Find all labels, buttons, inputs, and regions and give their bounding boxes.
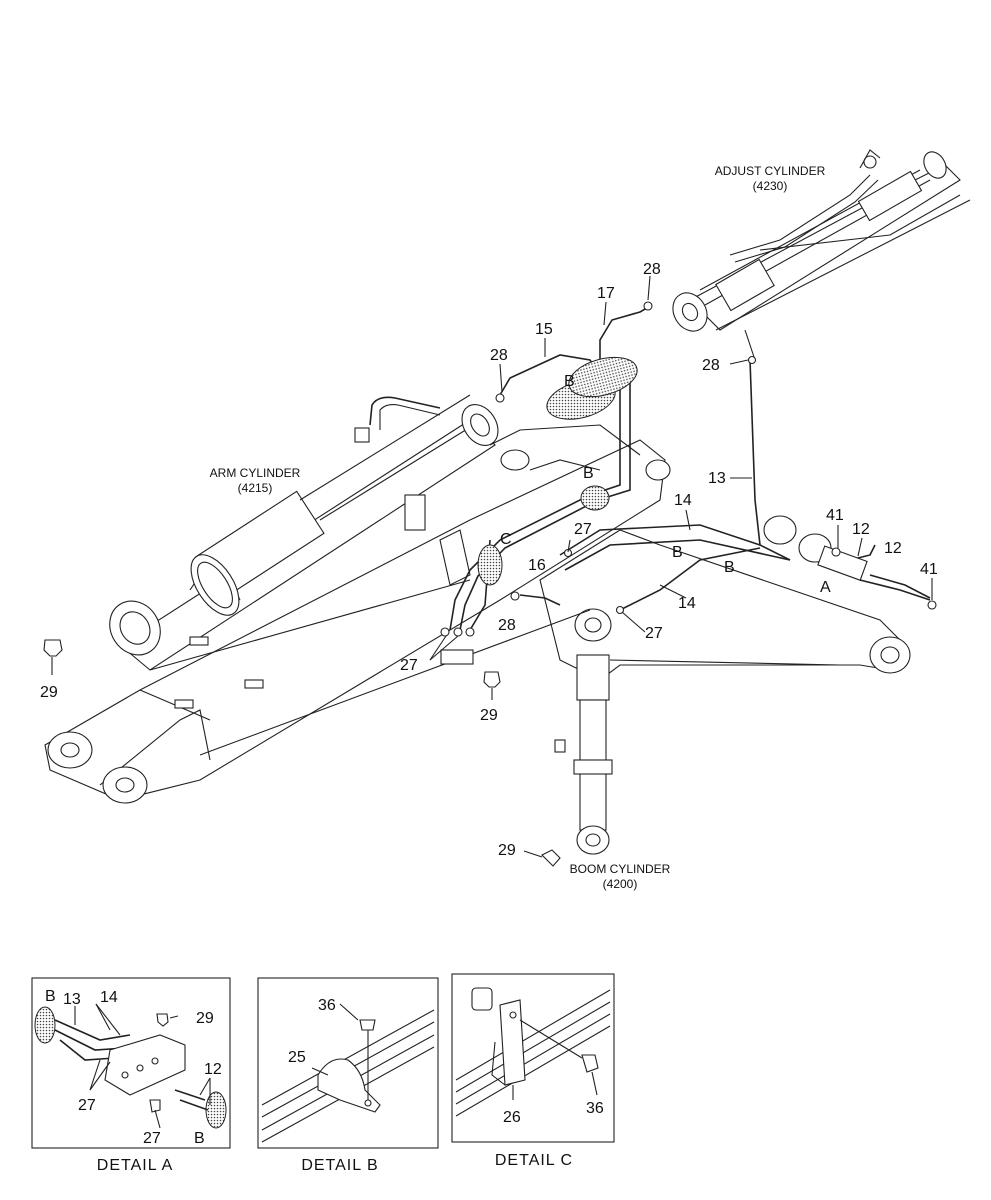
adapter-fitting-27c [440, 627, 450, 637]
grease-nipple-29c [541, 849, 561, 867]
callout-B-top: B [564, 373, 575, 390]
callout-27-left: 27 [400, 657, 418, 674]
callout-28-right: 28 [702, 357, 720, 374]
adjust-cylinder-name: ADJUST CYLINDER [715, 164, 826, 178]
detail-c-title: DETAIL C [495, 1152, 573, 1169]
boom-structure [44, 424, 911, 804]
callout-12-lower: 12 [884, 540, 902, 557]
detail-a-title: DETAIL A [97, 1157, 173, 1174]
callout-14-lower: 14 [678, 595, 696, 612]
callout-29-left: 29 [40, 684, 58, 701]
callout-12-upper: 12 [852, 521, 870, 538]
adapter-fitting-27e [465, 627, 475, 637]
boom-cylinder-code: (4200) [603, 877, 638, 891]
grease-nipple-29b [483, 671, 501, 688]
callout-B-mid: B [583, 465, 594, 482]
detail-a-callout-B-left: B [45, 988, 56, 1005]
detail-c-callout-36: 36 [586, 1100, 604, 1117]
callout-29-boom: 29 [498, 842, 516, 859]
callout-17: 17 [597, 285, 615, 302]
adjust-cylinder [672, 149, 971, 332]
boom-cylinder [554, 654, 613, 855]
callout-B-lower: B [672, 544, 683, 561]
callout-28-lower: 28 [498, 617, 516, 634]
boom-cylinder-name: BOOM CYLINDER [570, 862, 671, 876]
elbow-fitting-28a [495, 393, 505, 403]
fittings [43, 301, 937, 867]
detail-a-callout-13: 13 [63, 991, 81, 1008]
callout-B-right: B [724, 559, 735, 576]
callout-A: A [820, 579, 831, 596]
detail-b-callout-36: 36 [318, 997, 336, 1014]
hydraulic-lines [440, 304, 931, 665]
leader-lines [51, 275, 933, 858]
callout-27-center: 27 [574, 521, 592, 538]
detail-a-callout-29: 29 [196, 1010, 214, 1027]
callout-29-center: 29 [480, 707, 498, 724]
detail-a: B 13 14 29 12 27 27 B [31, 977, 231, 1149]
callout-13: 13 [708, 470, 726, 487]
callout-27-right: 27 [645, 625, 663, 642]
arm-cylinder [109, 394, 499, 671]
detail-a-callout-14: 14 [100, 989, 118, 1006]
callout-15: 15 [535, 321, 553, 338]
detail-b-title: DETAIL B [301, 1157, 378, 1174]
callout-41-left: 41 [826, 507, 844, 524]
detail-a-callout-12: 12 [204, 1061, 222, 1078]
callout-41-right: 41 [920, 561, 938, 578]
callout-16: 16 [528, 557, 546, 574]
detail-a-callout-27-left: 27 [78, 1097, 96, 1114]
adjust-cylinder-code: (4230) [753, 179, 788, 193]
detail-c-callout-26: 26 [503, 1109, 521, 1126]
arm-cylinder-name: ARM CYLINDER [210, 466, 301, 480]
callout-labels: 28 17 15 28 B 28 13 B 14 C 27 16 B B 14 … [40, 261, 938, 859]
callout-14-upper: 14 [674, 492, 692, 509]
callout-28-arm: 28 [490, 347, 508, 364]
adapter-fitting-27d [453, 627, 463, 637]
detail-a-callout-B-right: B [194, 1130, 205, 1147]
elbow-fitting-28c [747, 355, 757, 365]
adapter-fitting-27b [615, 605, 625, 615]
callout-28-top: 28 [643, 261, 661, 278]
detail-c: 26 36 [451, 973, 615, 1143]
detail-b: 36 25 [257, 977, 439, 1149]
grease-nipple-29a [43, 639, 63, 657]
detail-a-callout-27-bottom: 27 [143, 1130, 161, 1147]
elbow-fitting-28b [643, 301, 653, 311]
elbow-fitting-41b [831, 547, 841, 557]
elbow-fitting-41a [927, 600, 937, 610]
detail-b-callout-25: 25 [288, 1049, 306, 1066]
elbow-fitting-28d [510, 591, 520, 601]
callout-C: C [500, 531, 512, 548]
arm-cylinder-code: (4215) [238, 481, 273, 495]
